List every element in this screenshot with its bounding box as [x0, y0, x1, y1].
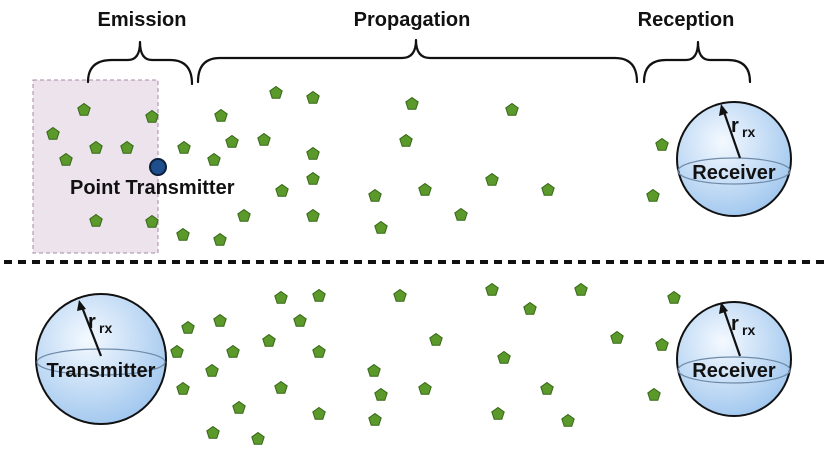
molecule-icon — [232, 400, 246, 414]
molecule-icon — [269, 85, 283, 99]
molecule-icon — [89, 140, 103, 154]
top-receiver-radius-subscript: rx — [742, 124, 755, 140]
bottom-receiver-radius-label: r — [731, 313, 739, 335]
molecule-icon — [367, 363, 381, 377]
bottom-receiver-label: Receiver — [692, 360, 776, 382]
point-transmitter-label: Point Transmitter — [70, 177, 235, 199]
propagation-label: Propagation — [354, 9, 471, 31]
molecule-icon — [610, 330, 624, 344]
molecule-icon — [418, 182, 432, 196]
molecule-icon — [561, 413, 575, 427]
bottom-transmitter-radius-subscript: rx — [99, 320, 112, 336]
molecule-icon — [374, 387, 388, 401]
molecule-icon — [497, 350, 511, 364]
molecule-icon — [306, 208, 320, 222]
molecule-icon — [251, 431, 265, 445]
molecule-icon — [312, 344, 326, 358]
molecule-icon — [205, 363, 219, 377]
molecule-icon — [399, 133, 413, 147]
molecule-icon — [429, 332, 443, 346]
molecule-icon — [145, 214, 159, 228]
molecule-icon — [213, 313, 227, 327]
molecule-icon — [226, 344, 240, 358]
top-receiver-label: Receiver — [692, 162, 776, 184]
molecule-icon — [293, 313, 307, 327]
molecule-icon — [454, 207, 468, 221]
molecule-icon — [374, 220, 388, 234]
bottom-receiver-radius-subscript: rx — [742, 322, 755, 338]
molecule-icon — [206, 425, 220, 439]
molecule-icon — [541, 182, 555, 196]
molecule-icon — [120, 140, 134, 154]
molecule-icon — [647, 387, 661, 401]
molecule-icon — [274, 380, 288, 394]
molecule-icon — [368, 412, 382, 426]
molecule-icon — [574, 282, 588, 296]
molecule-icon — [145, 109, 159, 123]
molecule-icon — [655, 337, 669, 351]
molecule-icon — [485, 282, 499, 296]
molecule-icon — [523, 301, 537, 315]
molecule-icon — [312, 288, 326, 302]
molecule-icon — [176, 381, 190, 395]
top-receiver-radius-label: r — [731, 115, 739, 137]
molecule-icon — [540, 381, 554, 395]
molecule-icon — [225, 134, 239, 148]
emission-zone — [32, 79, 159, 254]
molecule-icon — [646, 188, 660, 202]
molecule-icon — [46, 126, 60, 140]
molecule-icon — [89, 213, 103, 227]
molecule-icon — [306, 90, 320, 104]
molecule-icon — [312, 406, 326, 420]
molecule-icon — [655, 137, 669, 151]
molecule-icon — [393, 288, 407, 302]
molecule-icon — [405, 96, 419, 110]
molecule-icon — [485, 172, 499, 186]
emission-brace — [86, 40, 194, 86]
molecule-icon — [170, 344, 184, 358]
molecule-icon — [418, 381, 432, 395]
molecule-icon — [262, 333, 276, 347]
molecule-icon — [176, 227, 190, 241]
molecule-icon — [274, 290, 288, 304]
molecule-icon — [59, 152, 73, 166]
molecule-icon — [77, 102, 91, 116]
emission-label: Emission — [98, 9, 187, 31]
molecule-icon — [667, 290, 681, 304]
molecule-icon — [368, 188, 382, 202]
molecule-icon — [306, 146, 320, 160]
bottom-transmitter-sphere: r rx Transmitter — [35, 293, 167, 425]
molecule-icon — [237, 208, 251, 222]
bottom-receiver-sphere: r rx Receiver — [676, 301, 792, 417]
molecule-icon — [213, 232, 227, 246]
top-receiver-sphere: r rx Receiver — [676, 101, 792, 217]
molecule-icon — [177, 140, 191, 154]
bottom-transmitter-label: Transmitter — [47, 360, 156, 382]
molecule-icon — [257, 132, 271, 146]
molecule-icon — [306, 171, 320, 185]
reception-brace — [642, 40, 752, 84]
molecule-icon — [505, 102, 519, 116]
molecule-icon — [214, 108, 228, 122]
molecule-icon — [207, 152, 221, 166]
molecule-icon — [275, 183, 289, 197]
molecule-icon — [491, 406, 505, 420]
propagation-brace — [196, 38, 639, 84]
bottom-transmitter-radius-label: r — [88, 311, 96, 333]
reception-label: Reception — [638, 9, 735, 31]
molecules-layer — [46, 85, 681, 445]
molecule-icon — [181, 320, 195, 334]
point-transmitter-icon — [149, 158, 167, 176]
